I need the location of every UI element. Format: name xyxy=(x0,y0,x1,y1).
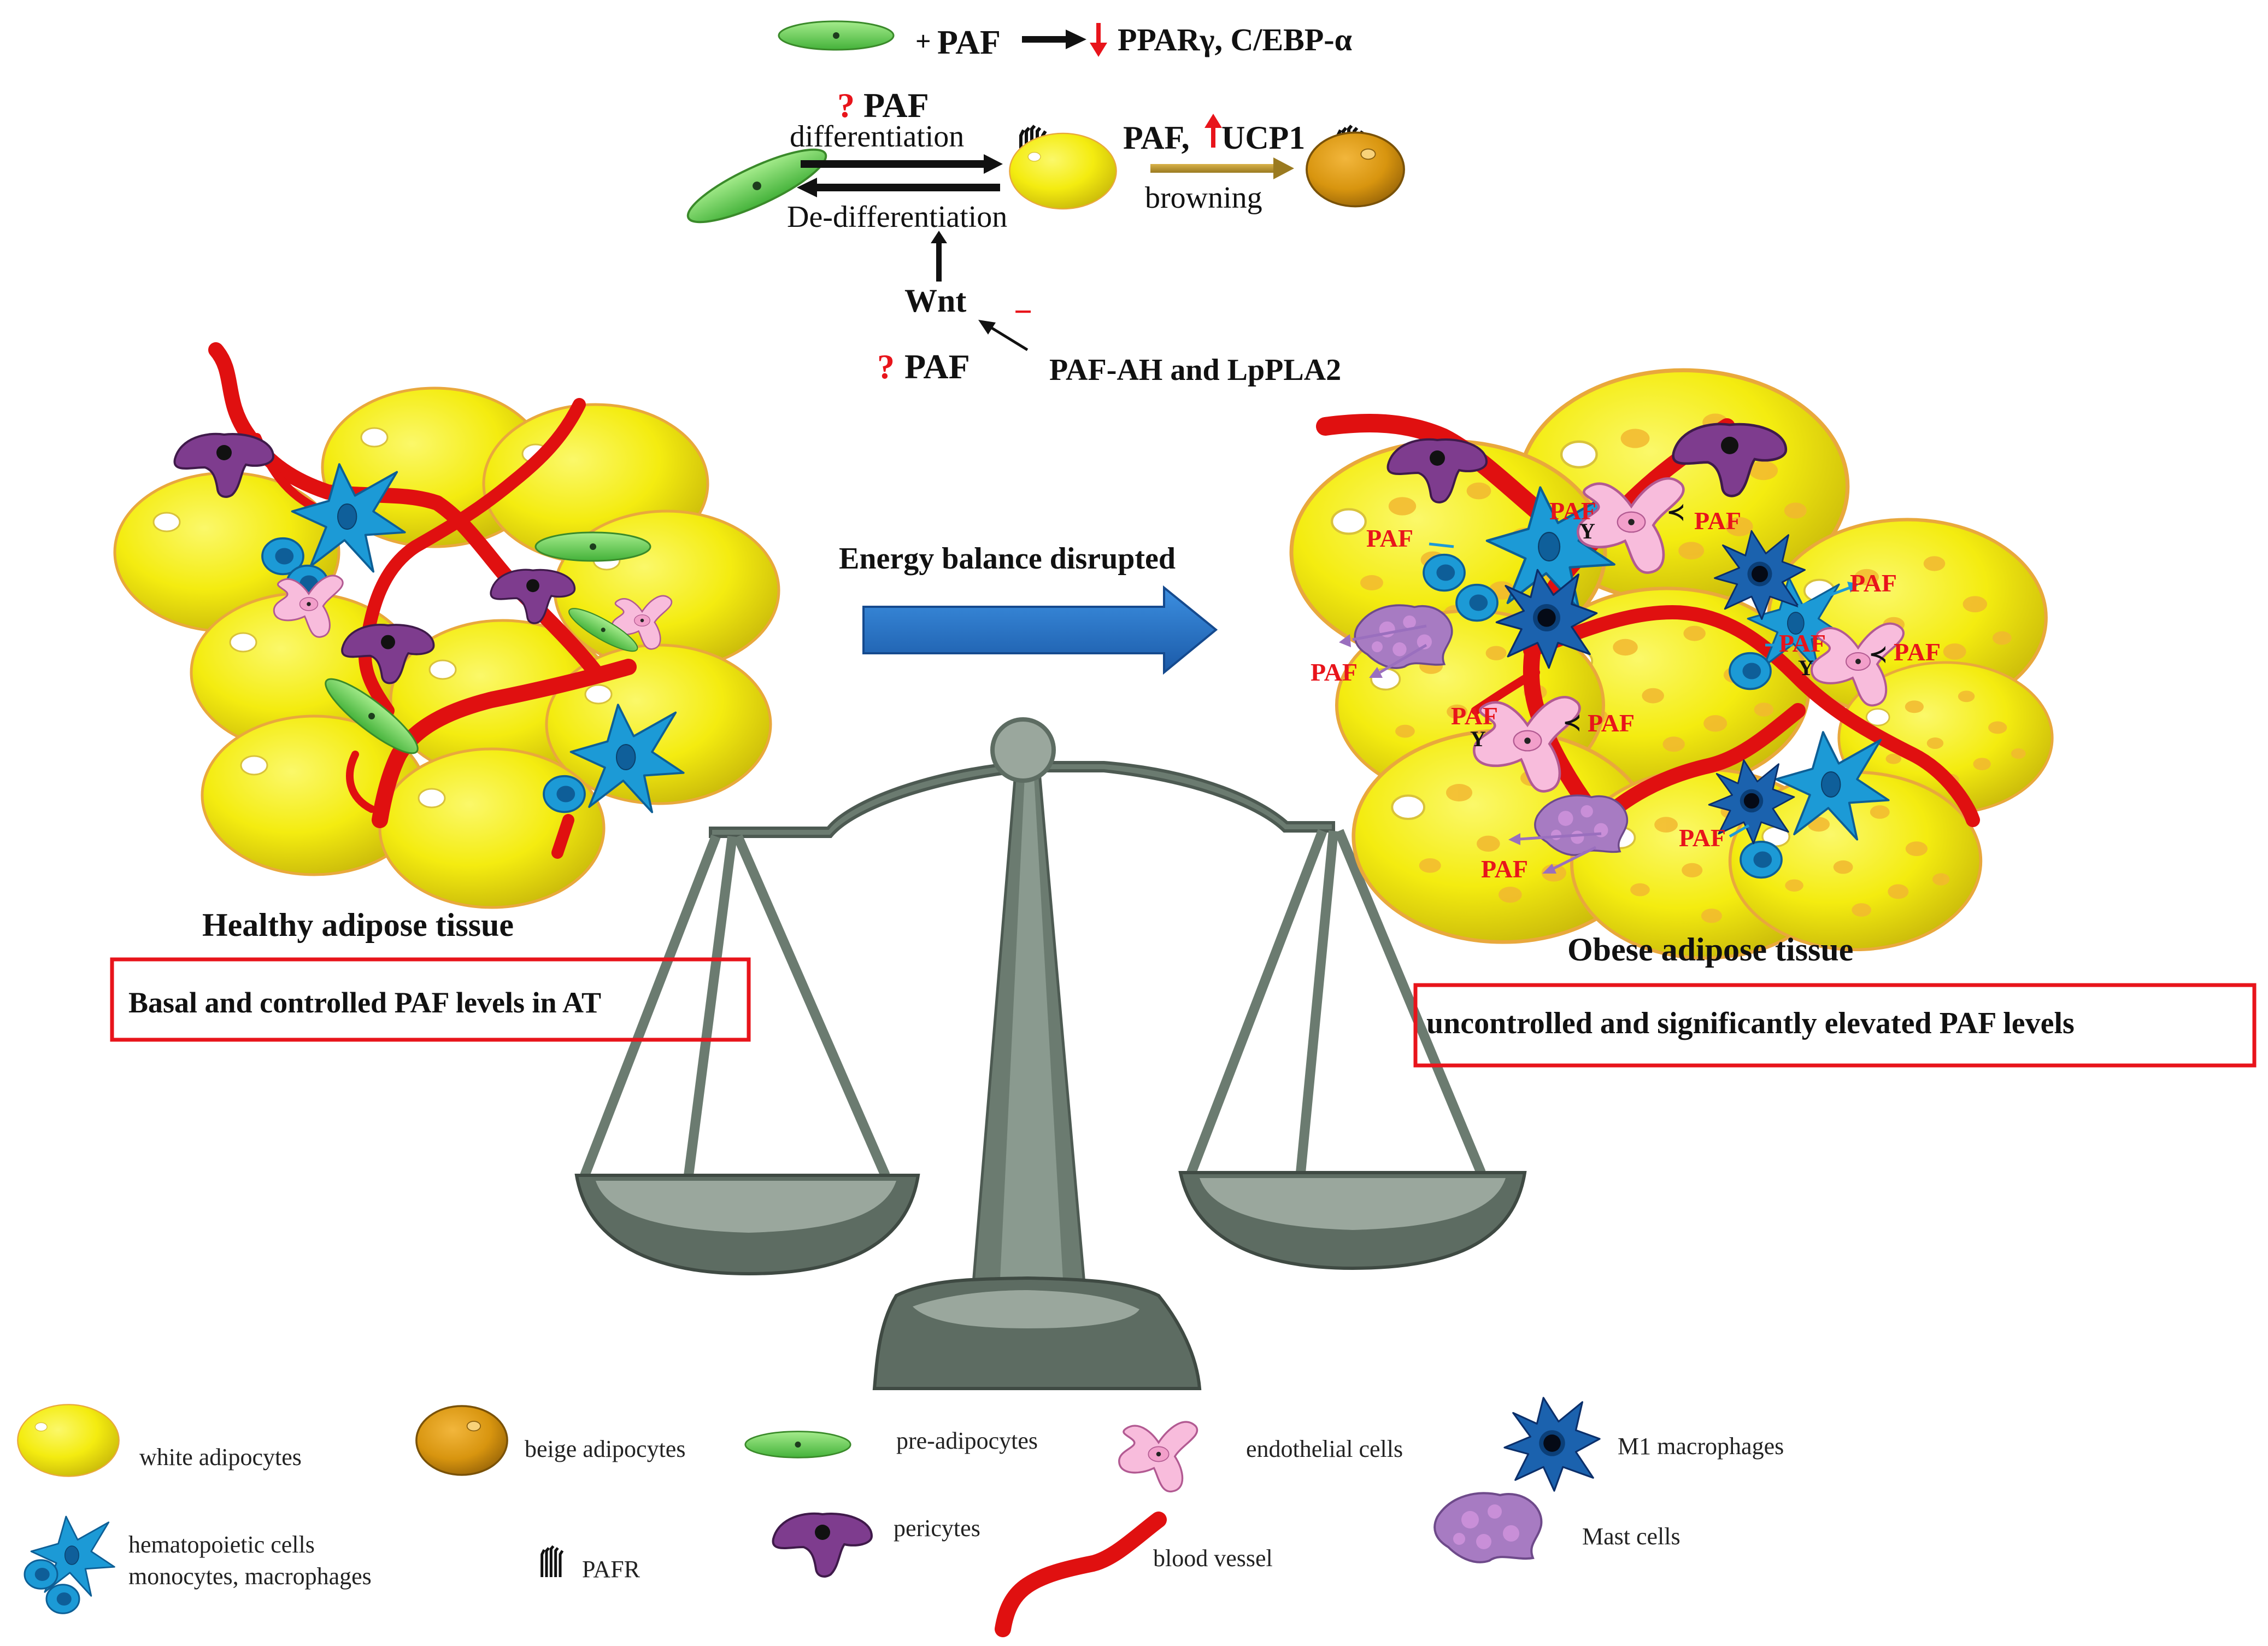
legend-m1-macrophage-icon xyxy=(1503,1397,1601,1492)
paf-label: PAF xyxy=(1311,658,1358,686)
svg-text:≺: ≺ xyxy=(1667,500,1685,524)
browning-arrow xyxy=(1150,157,1294,179)
paf-release-arrows xyxy=(1339,542,1859,874)
energy-arrow xyxy=(862,585,1218,675)
paf-ah-lppla2-label: PAF-AH and LpPLA2 xyxy=(1049,353,1341,387)
up-arrow-red-icon xyxy=(1204,114,1222,148)
balance-scale xyxy=(574,717,1527,1390)
legend-monocytes-macrophages: monocytes, macrophages xyxy=(128,1563,372,1590)
paf-label-3: PAF xyxy=(904,347,970,386)
question-mark-2: ? xyxy=(877,347,895,386)
down-arrow-red-icon xyxy=(1090,23,1107,57)
healthy-title: Healthy adipose tissue xyxy=(202,907,514,943)
differentiation-arrow xyxy=(801,154,1003,174)
paf-label: PAF xyxy=(1779,629,1826,657)
svg-text:Y: Y xyxy=(1579,519,1595,543)
svg-text:Y: Y xyxy=(1798,655,1814,680)
paf-label: PAF xyxy=(1549,497,1596,525)
paf-label: PAF xyxy=(1481,855,1528,883)
legend-pericyte-icon xyxy=(772,1512,873,1578)
legend-pericytes: pericytes xyxy=(894,1515,980,1542)
svg-text:Y: Y xyxy=(1470,727,1486,751)
paf-label: PAF xyxy=(1694,507,1741,535)
top-scheme: + PAF PPARγ, C/EBP-α ? PAF differentiati… xyxy=(680,20,1405,387)
wnt-label: Wnt xyxy=(904,283,966,319)
legend-beige-adipocytes: beige adipocytes xyxy=(525,1436,685,1462)
ucp1-label: UCP1 xyxy=(1221,120,1305,156)
pafr-markers: Y ≺ Y ≺ Y ≺ xyxy=(1470,500,1888,751)
paf-label-top: PAF xyxy=(937,24,1001,61)
paf-comma-label: PAF, xyxy=(1123,120,1190,156)
legend-blood-vessel-icon xyxy=(995,1512,1167,1637)
monocyte xyxy=(1423,553,1466,592)
svg-text:≺: ≺ xyxy=(1563,710,1582,735)
differentiation-label: differentiation xyxy=(790,120,964,154)
beige-adipocyte-top xyxy=(1306,131,1405,208)
obese-box-text: uncontrolled and significantly elevated … xyxy=(1426,1006,2075,1040)
obese-adipose-tissue: Y ≺ Y ≺ Y ≺ PAF PAF PAF PAF PAF PAF PAF PAF… xyxy=(1291,370,2052,958)
monocyte xyxy=(543,775,586,813)
dedifferentiation-arrow xyxy=(797,178,1000,197)
svg-text:≺: ≺ xyxy=(1869,642,1888,666)
legend-endothelial-cells: endothelial cells xyxy=(1246,1436,1403,1462)
white-adipocyte-top xyxy=(1009,132,1117,210)
preadipocyte xyxy=(534,531,651,562)
inhibition-minus: − xyxy=(1014,294,1032,330)
legend-beige-adipocyte-icon xyxy=(415,1405,508,1476)
legend: white adipocytes beige adipocytes pre-ad… xyxy=(17,1397,1784,1637)
ppar-cebp-label: PPARγ, C/EBP-α xyxy=(1118,22,1352,57)
paf-label: PAF xyxy=(1679,824,1726,852)
browning-label: browning xyxy=(1145,181,1262,215)
healthy-adipose-tissue xyxy=(115,342,779,907)
wnt-up-arrow xyxy=(931,231,947,282)
obese-title: Obese adipose tissue xyxy=(1567,932,1853,968)
question-mark-1: ? xyxy=(837,86,855,125)
legend-endothelial-icon xyxy=(1118,1421,1198,1493)
monocyte xyxy=(1740,840,1783,879)
paf-label: PAF xyxy=(1451,702,1498,730)
obese-box xyxy=(1413,983,2257,1068)
legend-mast-cells: Mast cells xyxy=(1582,1523,1681,1550)
legend-white-adipocytes: white adipocytes xyxy=(139,1444,302,1471)
paf-label: PAF xyxy=(1366,524,1413,552)
energy-balance-label: Energy balance disrupted xyxy=(839,542,1176,576)
legend-white-adipocyte-icon xyxy=(17,1404,120,1477)
legend-hematopoietic-icon xyxy=(23,1515,115,1614)
legend-preadipocyte-icon xyxy=(744,1431,851,1458)
legend-pre-adipocytes: pre-adipocytes xyxy=(896,1427,1038,1454)
plus-sign: + xyxy=(915,26,931,56)
paf-label: PAF xyxy=(1588,709,1635,737)
paf-label: PAF xyxy=(1894,638,1941,666)
preadipocyte-top xyxy=(778,20,895,51)
legend-pafr-icon xyxy=(542,1546,562,1577)
arrow-to-ppar xyxy=(1022,30,1086,49)
legend-blood-vessel: blood vessel xyxy=(1153,1545,1273,1572)
monocyte xyxy=(1455,583,1499,622)
legend-m1-macrophages: M1 macrophages xyxy=(1618,1433,1784,1460)
legend-mast-cell-icon xyxy=(1433,1492,1543,1563)
inhibitor-arrow xyxy=(978,320,1029,352)
paf-label: PAF xyxy=(1850,569,1897,597)
monocyte xyxy=(1729,652,1772,690)
paf-labels: PAF PAF PAF PAF PAF PAF PAF PAF PAF PAF … xyxy=(1311,497,1941,883)
healthy-box xyxy=(110,957,751,1042)
healthy-box-text: Basal and controlled PAF levels in AT xyxy=(128,986,601,1019)
dedifferentiation-label: De-differentiation xyxy=(787,200,1007,234)
legend-pafr: PAFR xyxy=(582,1556,641,1583)
paf-label-2: PAF xyxy=(863,86,929,125)
legend-hematopoietic-cells: hematopoietic cells xyxy=(128,1531,315,1558)
